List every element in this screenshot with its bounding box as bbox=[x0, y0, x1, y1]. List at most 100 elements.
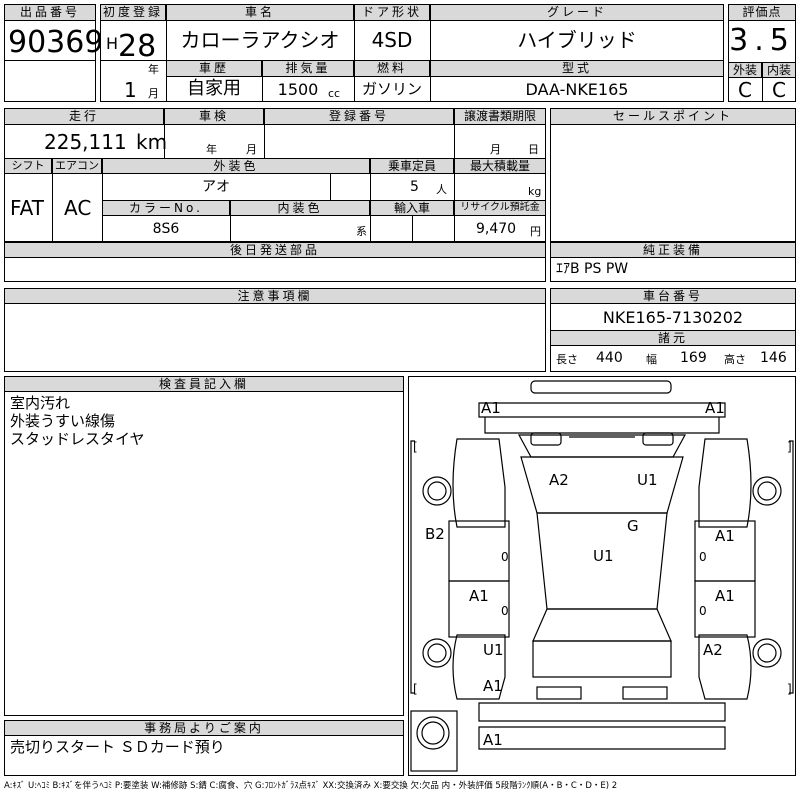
mark-a1-rear-left: A1 bbox=[483, 677, 503, 695]
era: H bbox=[106, 34, 119, 53]
mark-u1-left-rear: U1 bbox=[483, 641, 504, 659]
mark-a1-front-right: A1 bbox=[705, 399, 725, 417]
year-unit: 年 bbox=[148, 63, 159, 76]
import-label: 輸入車 bbox=[370, 200, 454, 216]
int-color-label: 内装色 bbox=[230, 200, 370, 216]
door-type: 4SD bbox=[371, 28, 413, 52]
width: 169 bbox=[680, 350, 707, 366]
car-diagram-box: 0 0 0 0 [ ] [ ] A1 A1 A2 U1 G U1 B2 A1 A… bbox=[408, 376, 796, 776]
height-label: 高さ bbox=[724, 353, 746, 366]
capacity-unit: 人 bbox=[436, 183, 447, 196]
inspector-note-3: スタッドレスタイヤ bbox=[10, 430, 145, 448]
capacity-label: 乗車定員 bbox=[370, 158, 454, 174]
max-load-label: 最大積載量 bbox=[454, 158, 546, 174]
reg-year: 28 bbox=[118, 29, 157, 64]
mark-a1-right-front-door: A1 bbox=[715, 527, 735, 545]
model-label: 型式 bbox=[430, 60, 724, 77]
month-unit: 月 bbox=[148, 87, 159, 100]
transfer-label: 譲渡書類期限 bbox=[454, 108, 546, 125]
fuel-label: 燃料 bbox=[354, 60, 430, 77]
max-load-unit: kg bbox=[528, 185, 542, 198]
svg-text:0: 0 bbox=[699, 550, 707, 564]
inspector-note-2: 外装うすい線傷 bbox=[10, 412, 116, 430]
mark-a1-left-rear-door: A1 bbox=[469, 587, 489, 605]
exterior-grade: C bbox=[738, 78, 752, 102]
equipment-label: 純正装備 bbox=[550, 242, 796, 258]
fuel: ガソリン bbox=[361, 80, 422, 98]
car-name: カローラアクシオ bbox=[180, 28, 340, 52]
aircon: AC bbox=[64, 196, 92, 220]
displacement-label: 排気量 bbox=[262, 60, 354, 77]
mark-a2-hood: A2 bbox=[549, 471, 569, 489]
office-note: 売切りスタート ＳＤカード預り bbox=[10, 738, 225, 756]
svg-text:[: [ bbox=[413, 440, 418, 454]
height: 146 bbox=[760, 350, 787, 366]
inspector-label: 検査員記入欄 bbox=[4, 376, 404, 392]
interior-label: 内装 bbox=[762, 62, 796, 78]
inspection-label: 車検 bbox=[164, 108, 264, 125]
ac-label: エアコン bbox=[52, 158, 102, 174]
ext-color-label: 外装色 bbox=[102, 158, 370, 174]
office-label: 事務局よりご案内 bbox=[4, 720, 404, 736]
details-box bbox=[4, 108, 546, 242]
mark-a1-right-rear-door: A1 bbox=[715, 587, 735, 605]
color-no: 8S6 bbox=[152, 221, 180, 237]
later-parts-label: 後日発送部品 bbox=[4, 242, 546, 258]
color-no-label: カラーNo. bbox=[102, 200, 230, 216]
mark-u1-roof: U1 bbox=[593, 547, 614, 565]
chassis-number: NKE165-7130202 bbox=[602, 308, 744, 327]
inspection-year-unit: 年 bbox=[206, 143, 217, 156]
svg-text:]: ] bbox=[787, 440, 792, 454]
door-label: ドア形状 bbox=[354, 4, 430, 21]
model: DAA-NKE165 bbox=[525, 80, 629, 99]
exterior-label: 外装 bbox=[728, 62, 762, 78]
history-label: 車歴 bbox=[166, 60, 262, 77]
inspector-note-1: 室内汚れ bbox=[10, 394, 71, 412]
grade-label: グレード bbox=[430, 4, 724, 21]
mark-g-windshield: G bbox=[627, 517, 639, 535]
mark-b2-left: B2 bbox=[425, 525, 445, 543]
dims-label: 諸元 bbox=[550, 330, 796, 346]
mileage-label: 走行 bbox=[4, 108, 164, 125]
ext-color: アオ bbox=[202, 179, 230, 195]
displacement: 1500 bbox=[277, 80, 319, 99]
mark-u1-hood: U1 bbox=[637, 471, 658, 489]
sales-point-box bbox=[550, 108, 796, 242]
svg-text:[: [ bbox=[413, 682, 418, 696]
displacement-unit: cc bbox=[328, 87, 341, 100]
chassis-label: 車台番号 bbox=[550, 288, 796, 304]
shift: FAT bbox=[10, 196, 45, 220]
inspection-month-unit: 月 bbox=[246, 143, 257, 156]
mark-a1-rear-bumper: A1 bbox=[483, 731, 503, 749]
car-name-label: 車名 bbox=[166, 4, 354, 21]
car-diagram: 0 0 0 0 [ ] [ ] A1 A1 A2 U1 G U1 B2 A1 A… bbox=[410, 380, 794, 772]
lot-number: 90369 bbox=[8, 25, 104, 60]
equipment: ｴｱB PS PW bbox=[556, 261, 629, 277]
score-label: 評価点 bbox=[728, 4, 796, 21]
svg-text:0: 0 bbox=[501, 604, 509, 618]
width-label: 幅 bbox=[646, 353, 657, 366]
inspector-box bbox=[4, 376, 404, 716]
int-color-unit: 系 bbox=[356, 225, 367, 238]
mark-a2-right-rear: A2 bbox=[703, 641, 723, 659]
svg-text:]: ] bbox=[787, 682, 792, 696]
recycle-label: リサイクル預託金 bbox=[454, 200, 546, 216]
svg-text:0: 0 bbox=[501, 550, 509, 564]
length: 440 bbox=[596, 350, 623, 366]
history: 自家用 bbox=[187, 78, 241, 99]
capacity: 5 bbox=[410, 179, 419, 195]
caution-label: 注意事項欄 bbox=[4, 288, 546, 304]
legend: A:ｷｽﾞ U:ﾍｺﾐ B:ｷｽﾞを伴うﾍｺﾐ P:要塗装 W:補修跡 S:錆 … bbox=[4, 781, 618, 791]
recycle-fee: 9,470 bbox=[476, 221, 517, 237]
transfer-day: 日 bbox=[528, 143, 539, 156]
interior-grade: C bbox=[772, 78, 786, 102]
mileage: 225,111 bbox=[44, 130, 127, 154]
reg-no-label: 登録番号 bbox=[264, 108, 454, 125]
reg-month: 1 bbox=[124, 78, 137, 102]
shift-label: シフト bbox=[4, 158, 52, 174]
mark-a1-front-left: A1 bbox=[481, 399, 501, 417]
lot-number-label: 出品番号 bbox=[4, 4, 96, 21]
sales-point-label: セールスポイント bbox=[550, 108, 796, 125]
svg-text:0: 0 bbox=[699, 604, 707, 618]
mileage-unit: km bbox=[136, 130, 168, 154]
